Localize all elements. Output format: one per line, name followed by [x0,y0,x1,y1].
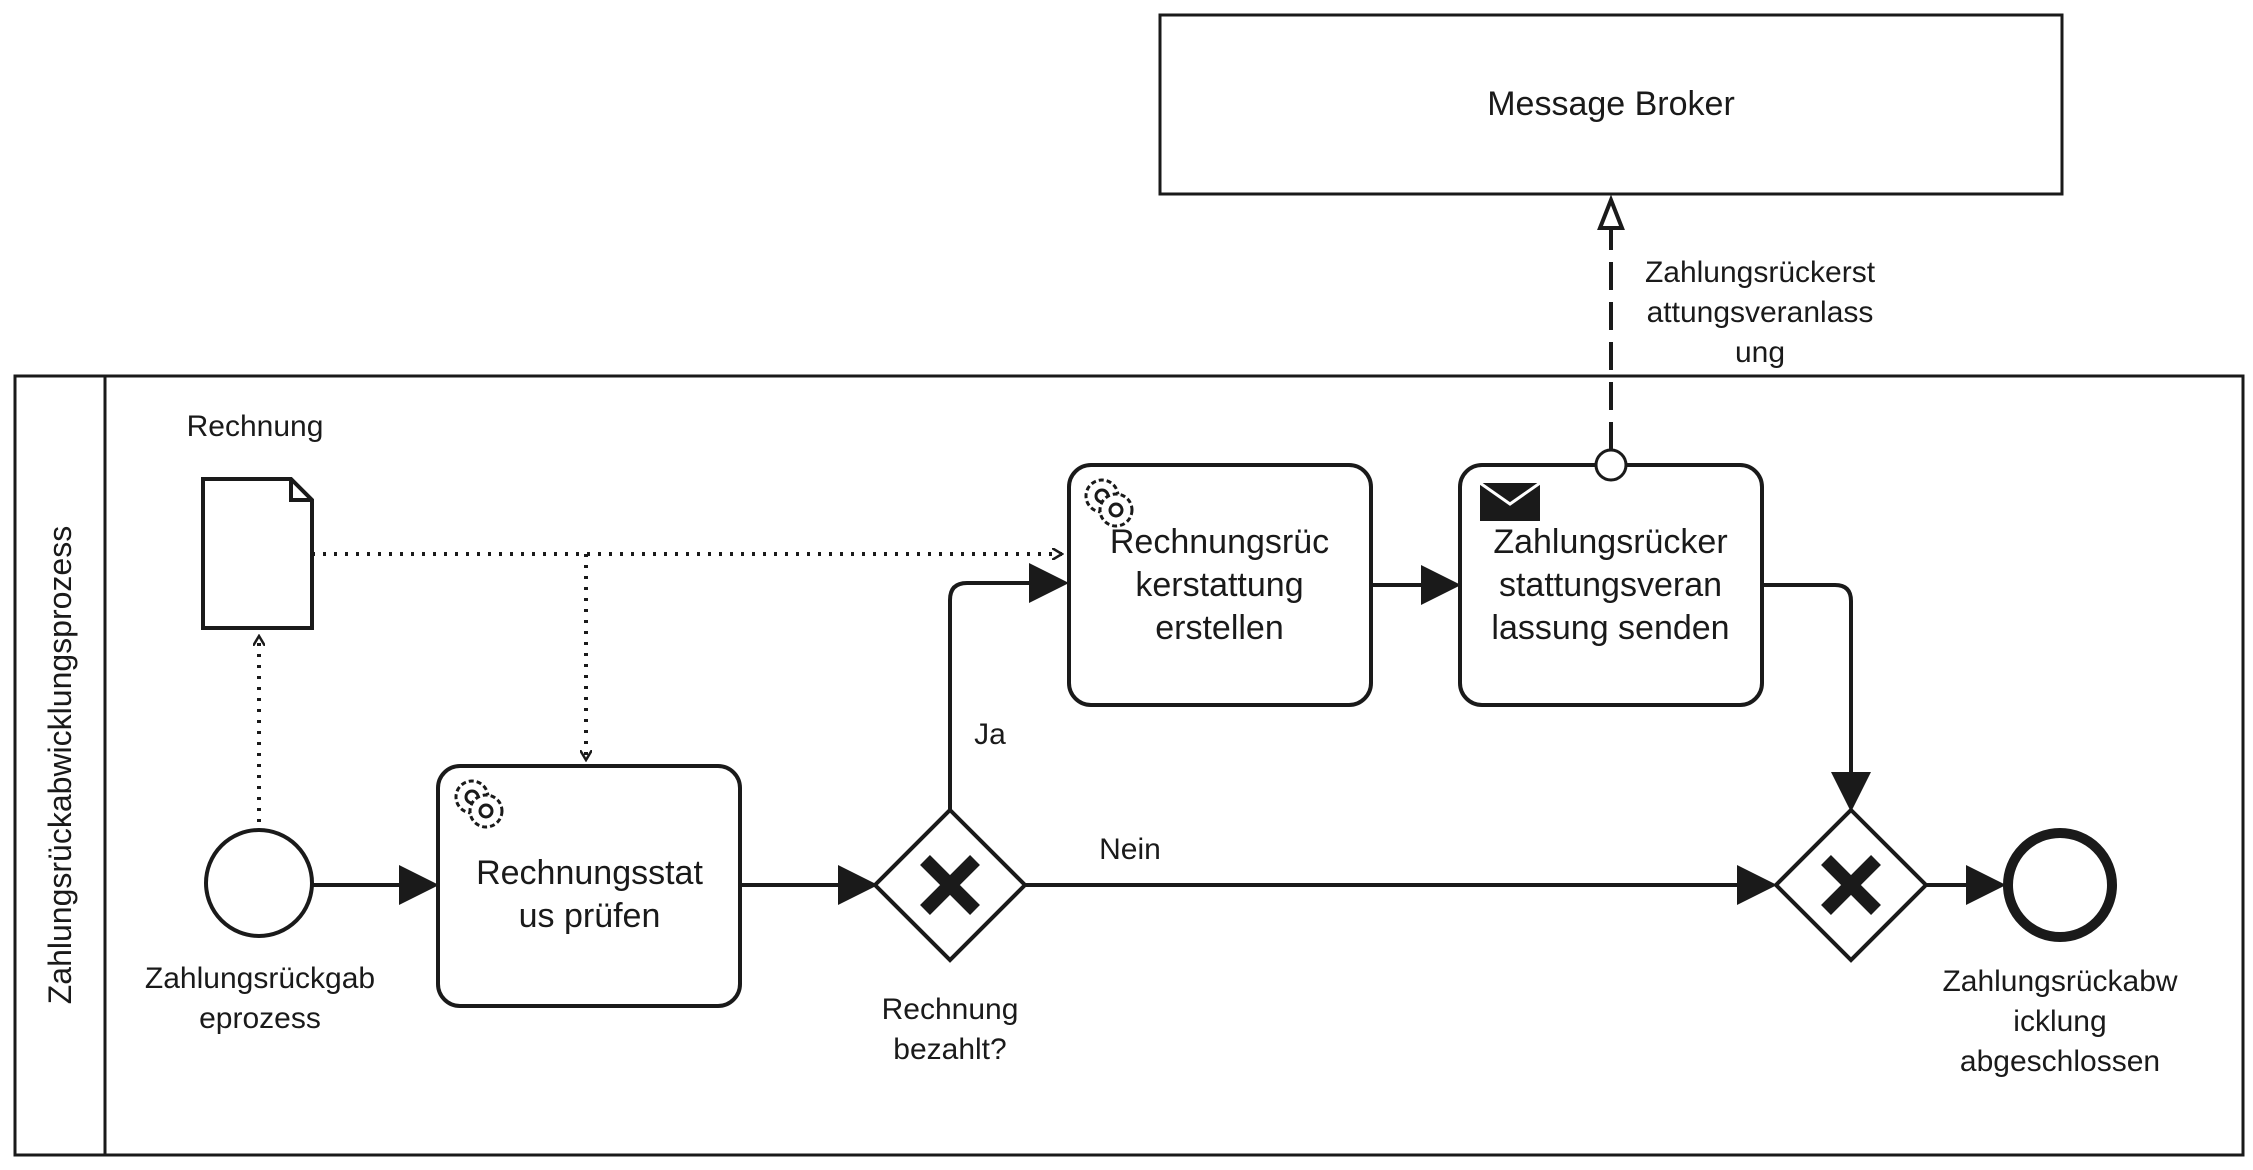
message-broker-label: Message Broker [1487,85,1735,123]
envelope-icon [1479,481,1541,521]
task-1-label: Rechnungsstat us prüfen [476,854,703,935]
task-3-label: Zahlungsrücker stattungsveran lassung se… [1491,522,1730,647]
message-flow-label: Zahlungsrückerst attungsveranlass ung [1644,256,1876,369]
start-event[interactable] [204,828,314,938]
data-object-label: Rechnung [186,410,324,443]
gears-icon [454,779,504,829]
end-event[interactable] [2003,828,2117,942]
message-flow [1594,194,1628,482]
message-broker-pool[interactable] [1158,13,2064,196]
sequence-flow-yes [948,563,1069,810]
x-icon [1821,855,1881,915]
gateway-merge[interactable] [1773,807,1929,963]
data-association-document-to-tasks [312,554,1062,760]
end-event-label: Zahlungsrückabw icklung abgeschlossen [1942,965,2178,1078]
task-2-label: Rechnungsrüc kerstattung erstellen [1109,522,1330,647]
gateway-1-label: Rechnung bezahlt? [881,993,1019,1066]
pool-label: Zahlungsrückabwicklungsprozess [42,525,78,1005]
sequence-flow-task3-to-gateway2 [1762,583,1871,812]
flow-label-yes: Ja [974,718,1006,751]
flow-label-no: Nein [1099,833,1161,866]
start-event-label: Zahlungsrückgab eprozess [144,962,376,1035]
gears-icon [1084,478,1134,528]
gateway-rechnung-bezahlt[interactable] [872,807,1028,963]
x-icon [920,855,980,915]
document-icon[interactable] [201,477,314,630]
